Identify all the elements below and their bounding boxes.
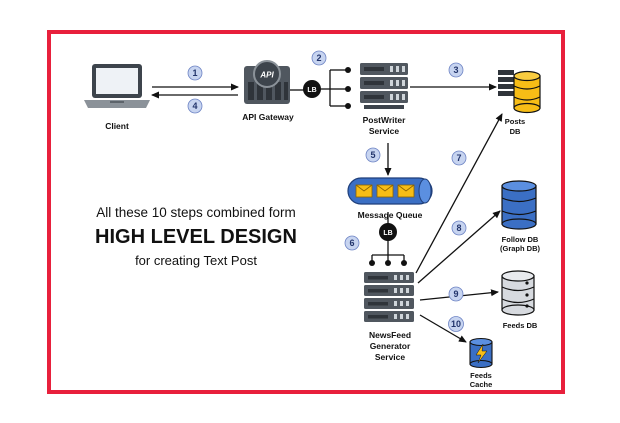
- step-badge-8: 8: [451, 220, 467, 236]
- api-gateway-icon: API: [244, 60, 290, 104]
- svg-text:4: 4: [192, 101, 197, 111]
- load-balancer-2: LB: [369, 223, 407, 266]
- step-badge-5: 5: [365, 147, 381, 163]
- step-badge-3: 3: [448, 62, 464, 78]
- svg-text:1: 1: [192, 68, 197, 78]
- diagram-frame: [47, 30, 565, 394]
- newsfeed-label-line3: Service: [375, 352, 406, 362]
- caption-headline: HIGH LEVEL DESIGN: [95, 226, 297, 248]
- svg-text:6: 6: [349, 238, 354, 248]
- follow-db-label-line1: Follow DB: [502, 235, 539, 244]
- edge-newsfeed-to-followdb: [417, 210, 501, 284]
- caption: All these 10 steps combined form HIGH LE…: [95, 205, 297, 268]
- svg-text:2: 2: [316, 53, 321, 63]
- feeds-db-icon: [501, 270, 535, 316]
- step-badge-7: 7: [451, 150, 467, 166]
- svg-text:7: 7: [456, 153, 461, 163]
- caption-line-1: All these 10 steps combined form: [96, 205, 296, 220]
- posts-db-label-line2: DB: [510, 127, 521, 136]
- newsfeed-server-icon: [364, 272, 414, 322]
- api-gateway-label: API Gateway: [242, 112, 294, 122]
- lb-label-2: LB: [383, 230, 392, 237]
- step-badge-2: 2: [311, 50, 327, 66]
- follow-db-label-line2: (Graph DB): [500, 244, 541, 253]
- step-badge-1: 1: [187, 65, 203, 81]
- svg-text:9: 9: [453, 289, 458, 299]
- newsfeed-label-line2: Generator: [370, 341, 411, 351]
- connectors: [151, 69, 503, 343]
- step-badge-10: 10: [448, 316, 464, 332]
- lb-fanout-lines: [320, 69, 346, 107]
- feeds-cache-label-line1: Feeds: [470, 371, 492, 380]
- feeds-cache-icon: [469, 337, 493, 369]
- load-balancer-1: LB: [303, 67, 351, 109]
- follow-db-icon: [501, 180, 537, 230]
- message-queue-icon: [347, 177, 433, 205]
- newsfeed-label-line1: NewsFeed: [369, 330, 411, 340]
- postwriter-label-line2: Service: [369, 126, 400, 136]
- step-badge-6: 6: [344, 235, 360, 251]
- api-badge-text: API: [259, 71, 274, 80]
- caption-line-3: for creating Text Post: [135, 253, 257, 268]
- message-queue-label: Message Queue: [358, 210, 423, 220]
- client-label: Client: [105, 121, 129, 131]
- feeds-db-label: Feeds DB: [503, 321, 538, 330]
- edge-newsfeed-to-feedscache: [419, 314, 467, 343]
- posts-db-icon: [498, 70, 541, 114]
- step-badge-4: 4: [187, 98, 203, 114]
- postwriter-server-icon: [360, 63, 408, 109]
- postwriter-label-line1: PostWriter: [363, 115, 407, 125]
- svg-text:3: 3: [453, 65, 458, 75]
- svg-text:10: 10: [451, 319, 461, 329]
- laptop-icon: [84, 64, 150, 108]
- lb2-fanout-lines: [371, 240, 405, 262]
- svg-text:5: 5: [370, 150, 375, 160]
- svg-text:8: 8: [456, 223, 461, 233]
- posts-db-label-line1: Posts: [505, 117, 525, 126]
- step-badge-9: 9: [448, 286, 464, 302]
- feeds-cache-label-line2: Cache: [470, 380, 493, 389]
- edge-newsfeed-to-postsdb: [415, 113, 503, 274]
- lb-label-1: LB: [307, 87, 316, 94]
